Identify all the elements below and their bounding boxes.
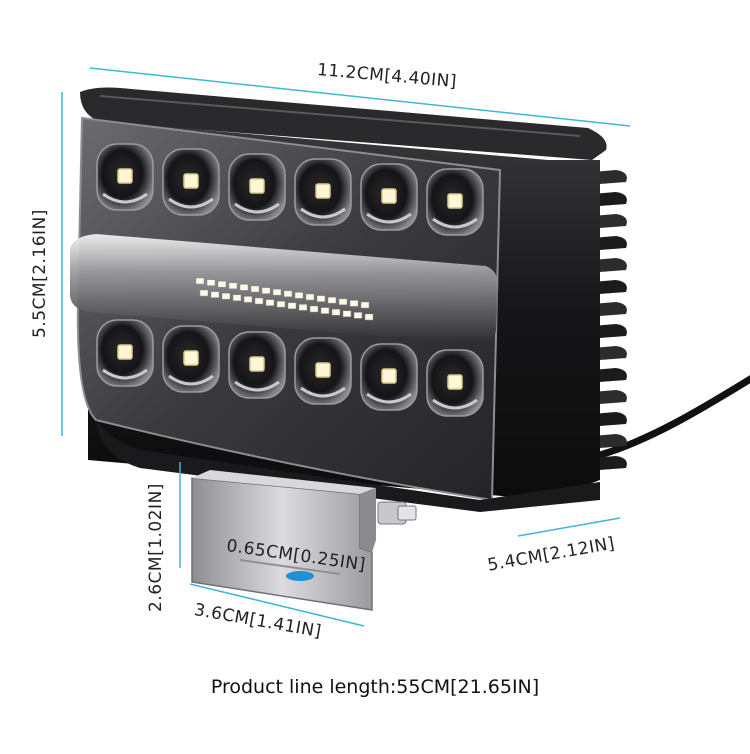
reflector-cup: [360, 163, 418, 231]
led-chip: [447, 193, 463, 209]
upper-led-row: [96, 143, 484, 236]
bracket-height-dimension-label: 2.6CM[1.02IN]: [146, 483, 166, 612]
strip-led: [243, 296, 253, 303]
dimension-lines: [61, 67, 631, 627]
strip-led: [250, 285, 260, 293]
reflector-cup: [360, 343, 418, 411]
strip-led: [294, 292, 304, 299]
strip-led: [210, 291, 220, 298]
reflector-cup: [294, 337, 352, 405]
reflector-cup: [162, 148, 220, 216]
strip-led: [287, 302, 297, 310]
strip-led: [228, 282, 238, 290]
strip-led: [239, 284, 249, 291]
center-led-strip: [195, 277, 374, 321]
bracket-bolt: [377, 501, 417, 525]
led-chip: [447, 374, 463, 390]
strip-led: [276, 300, 286, 308]
strip-led: [320, 307, 330, 314]
strip-led: [265, 299, 275, 306]
led-chip: [381, 368, 397, 384]
strip-led: [309, 305, 319, 313]
strip-led: [364, 313, 374, 321]
reflector-cup: [294, 158, 352, 226]
reflector-cup: [96, 319, 154, 387]
led-chip: [249, 178, 265, 194]
led-chip: [183, 173, 199, 189]
width-dimension-line: [89, 67, 631, 127]
center-light-bar: [69, 234, 499, 345]
strip-led: [360, 301, 370, 309]
led-chip: [117, 344, 133, 360]
bracket-width-dimension-line: [189, 583, 365, 627]
strip-led: [342, 310, 352, 318]
reflector-cup: [426, 349, 484, 417]
height-dimension-label: 5.5CM[2.16IN]: [30, 209, 50, 338]
strip-led: [305, 293, 315, 301]
strip-led: [338, 298, 348, 306]
strip-led: [232, 294, 242, 302]
cable-length-caption: Product line length:55CM[21.65IN]: [210, 676, 540, 698]
strip-led: [272, 288, 282, 296]
strip-led: [353, 312, 363, 319]
strip-led: [327, 296, 337, 304]
depth-dimension-line: [517, 517, 621, 537]
reflector-cup: [228, 331, 286, 399]
strip-led: [298, 304, 308, 311]
strip-led: [283, 290, 293, 298]
led-chip: [117, 168, 133, 184]
strip-led: [217, 280, 227, 288]
led-chip: [315, 362, 331, 378]
led-chip: [315, 183, 331, 199]
strip-led: [349, 300, 359, 307]
reflector-cup: [426, 168, 484, 236]
strip-led: [254, 297, 264, 305]
reflector-cup: [162, 325, 220, 393]
strip-led: [331, 308, 341, 316]
reflector-cup: [228, 153, 286, 221]
reflector-cup: [96, 143, 154, 211]
power-cable: [596, 375, 750, 459]
strip-led: [199, 289, 209, 297]
strip-led: [195, 277, 205, 285]
lower-led-row: [96, 319, 484, 417]
bracket-mount-hole: [286, 571, 314, 581]
led-chip: [183, 350, 199, 366]
strip-led: [316, 295, 326, 302]
strip-led: [261, 287, 271, 294]
strip-led: [221, 292, 231, 300]
led-chip: [249, 356, 265, 372]
led-chip: [381, 188, 397, 204]
strip-led: [206, 279, 216, 286]
